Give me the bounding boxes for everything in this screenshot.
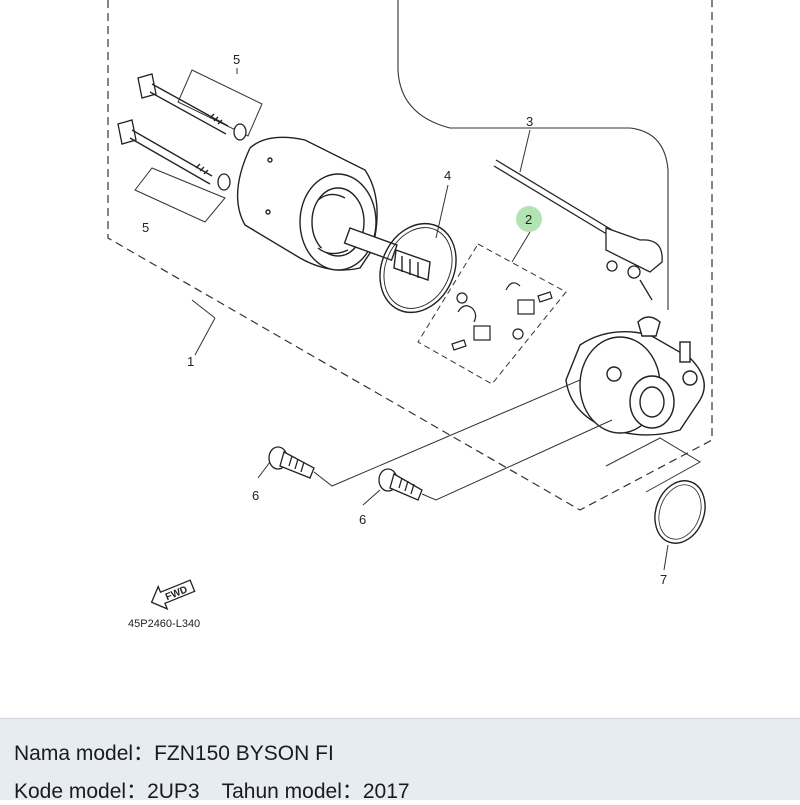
callout-6-left[interactable]: 6 xyxy=(252,488,259,503)
front-cover xyxy=(565,316,705,436)
callout-1[interactable]: 1 xyxy=(187,354,194,369)
callout-5-lower[interactable]: 5 xyxy=(142,220,149,235)
callout-2[interactable]: 2 xyxy=(525,212,532,227)
highlight-marker xyxy=(516,206,542,232)
bolt-group-box-lower xyxy=(134,167,226,223)
screw-6b xyxy=(378,468,423,501)
model-code-value: 2UP3 xyxy=(147,780,200,803)
o-ring-7-box xyxy=(605,437,701,493)
long-bolt-lower xyxy=(117,119,231,191)
brush-set-parts xyxy=(451,282,553,351)
long-bolt-upper xyxy=(137,73,247,141)
model-info-panel: Nama model：FZN150 BYSON FI Kode model：2U… xyxy=(0,718,800,803)
screw-6a xyxy=(268,446,315,479)
frame-curve xyxy=(397,0,669,310)
model-year-value: 2017 xyxy=(362,780,410,803)
assembly-outline-dashed xyxy=(107,0,713,511)
callout-5-upper[interactable]: 5 xyxy=(233,52,240,67)
model-name-value: FZN150 BYSON FI xyxy=(154,742,334,765)
model-code-label: Kode model： xyxy=(14,780,148,803)
callout-3[interactable]: 3 xyxy=(526,114,533,129)
callout-7[interactable]: 7 xyxy=(660,572,667,587)
o-ring-4 xyxy=(379,222,457,314)
leader-lines xyxy=(191,68,669,571)
model-code-row: Kode model：2UP3 Tahun model：2017 xyxy=(14,775,410,805)
fwd-arrow-icon: FWD xyxy=(150,579,196,611)
fwd-label: FWD xyxy=(164,584,189,603)
drawing-code: 45P2460-L340 xyxy=(128,618,200,630)
model-year-label: Tahun model： xyxy=(221,780,363,803)
lead-wire xyxy=(493,159,663,301)
model-name-label: Nama model： xyxy=(14,742,155,765)
bolt-group-box-upper xyxy=(177,69,263,137)
screw-leader-lines xyxy=(313,379,613,501)
callout-4[interactable]: 4 xyxy=(444,168,451,183)
parts-diagram: 1 2 3 4 5 5 6 6 7 FWD 45P2460-L340 xyxy=(107,0,713,630)
starter-motor xyxy=(236,136,431,281)
brush-set-box xyxy=(417,243,567,385)
model-name-row: Nama model：FZN150 BYSON FI xyxy=(14,737,334,767)
o-ring-7 xyxy=(654,480,706,544)
callout-6-right[interactable]: 6 xyxy=(359,512,366,527)
